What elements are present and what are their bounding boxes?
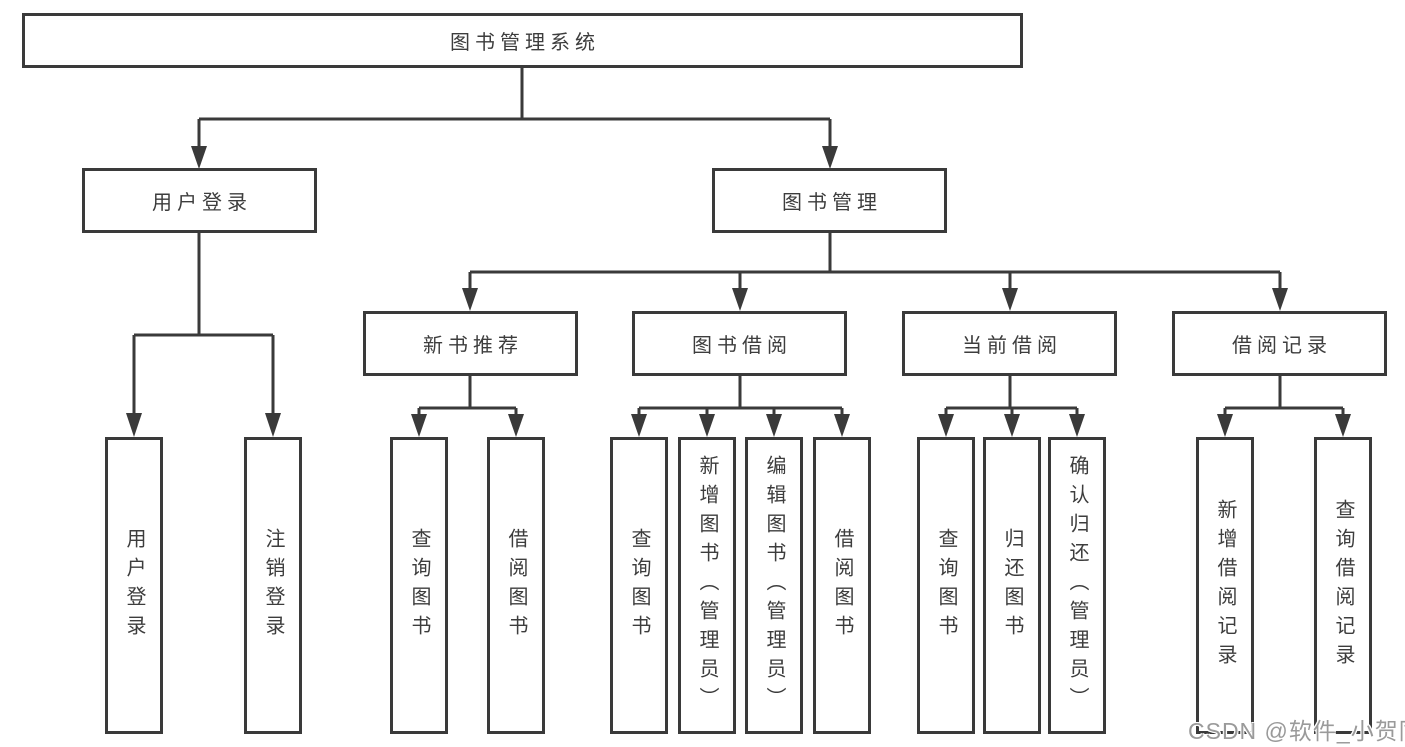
connector-login-to-leaves (132, 233, 275, 414)
connector-borrow-to-leaves (637, 376, 844, 415)
arrowhead (732, 288, 748, 311)
arrowhead (508, 414, 524, 437)
arrowhead (834, 414, 850, 437)
leaf-query-books: 查询图书 (390, 437, 448, 734)
leaf-logout: 注销登录 (244, 437, 302, 734)
leaf-add-borrow-record: 新增借阅记录 (1196, 437, 1254, 734)
arrowhead (1069, 414, 1085, 437)
connector-current-to-leaves (944, 376, 1079, 415)
arrowhead (1217, 414, 1233, 437)
connector-new-to-leaves (417, 376, 518, 415)
connector-records-to-leaves (1223, 376, 1345, 415)
arrowhead (699, 414, 715, 437)
arrowhead (1002, 288, 1018, 311)
leaf-add-books-admin: 新增图书（管理员） (678, 437, 736, 734)
arrowhead (1335, 414, 1351, 437)
leaf-confirm-return-admin: 确认归还（管理员） (1048, 437, 1106, 734)
node-borrow-records: 借阅记录 (1172, 311, 1387, 376)
arrowhead (411, 414, 427, 437)
arrowhead (462, 288, 478, 311)
arrowhead (1272, 288, 1288, 311)
connector-mgmt-to-level3 (468, 233, 1282, 289)
leaf-borrow-books: 借阅图书 (487, 437, 545, 734)
arrowhead (631, 414, 647, 437)
node-book-management: 图书管理 (712, 168, 947, 233)
arrowhead (822, 146, 838, 169)
leaf-edit-books-admin: 编辑图书（管理员） (745, 437, 803, 734)
leaf-query-books: 查询图书 (917, 437, 975, 734)
node-current-borrow: 当前借阅 (902, 311, 1117, 376)
arrowhead (265, 413, 281, 437)
connector-root-to-level2 (197, 68, 832, 147)
arrowhead (938, 414, 954, 437)
leaf-user-login: 用户登录 (105, 437, 163, 734)
node-new-book-recommend: 新书推荐 (363, 311, 578, 376)
arrowhead (1004, 414, 1020, 437)
node-user-login: 用户登录 (82, 168, 317, 233)
node-book-borrow: 图书借阅 (632, 311, 847, 376)
leaf-return-books: 归还图书 (983, 437, 1041, 734)
leaf-query-books: 查询图书 (610, 437, 668, 734)
arrowheads (126, 146, 1351, 437)
leaf-query-borrow-record: 查询借阅记录 (1314, 437, 1372, 734)
arrowhead (126, 413, 142, 437)
csdn-watermark: CSDN @软件_小贺同学 (1188, 718, 1405, 744)
leaf-borrow-books: 借阅图书 (813, 437, 871, 734)
arrowhead (766, 414, 782, 437)
arrowhead (191, 146, 207, 169)
node-system-root: 图书管理系统 (22, 13, 1023, 68)
